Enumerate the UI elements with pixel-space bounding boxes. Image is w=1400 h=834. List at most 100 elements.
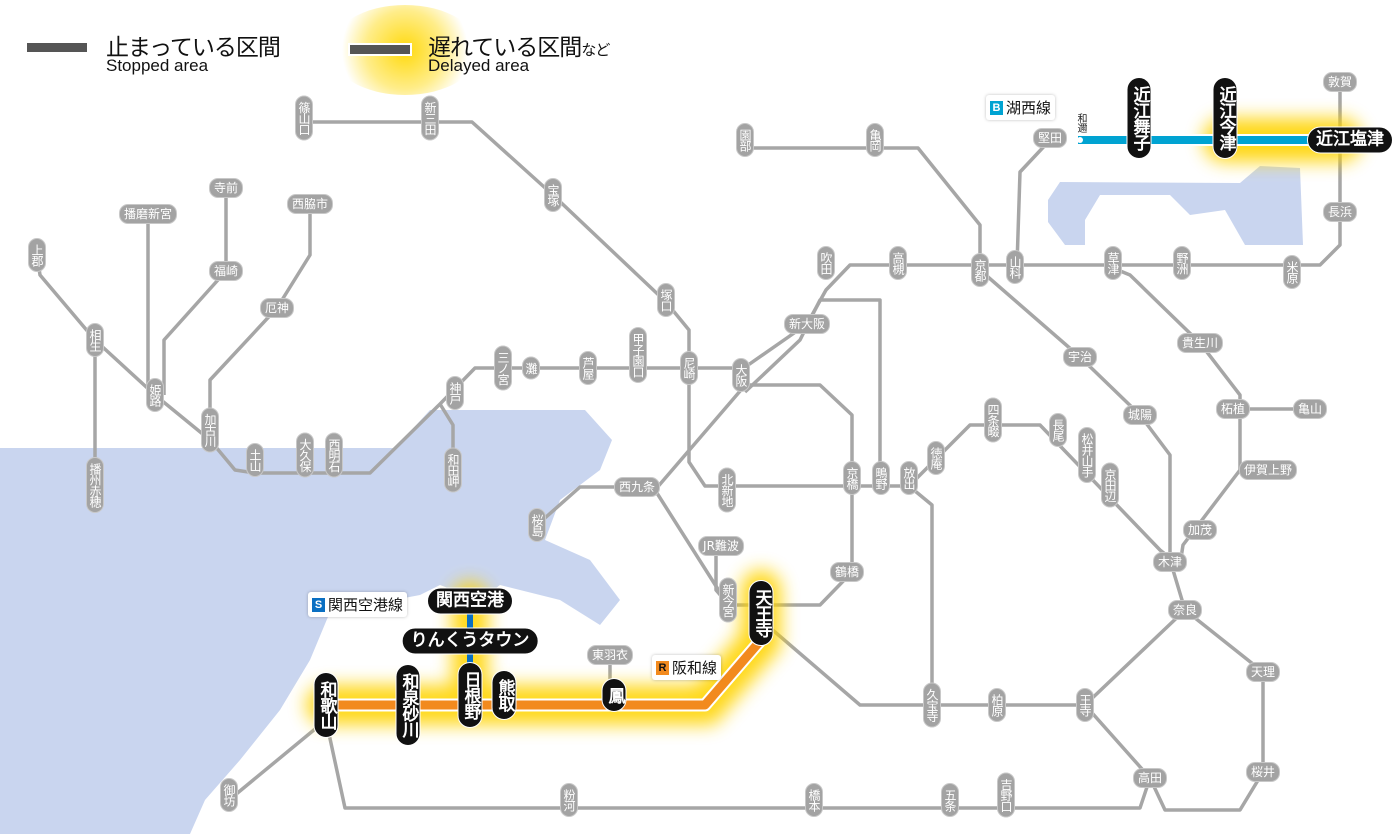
station-normal[interactable]: 西九条 <box>613 477 661 497</box>
station-normal[interactable]: 播州赤穂 <box>86 457 104 513</box>
station-normal[interactable]: 堅田 <box>1032 128 1068 148</box>
station-normal[interactable]: 加茂 <box>1182 520 1218 540</box>
station-normal[interactable]: 甲子園口 <box>629 327 647 383</box>
station-normal[interactable]: 亀岡 <box>866 123 884 157</box>
station-normal[interactable]: 灘 <box>522 356 540 380</box>
delayed-legend-suffix: など <box>581 41 610 59</box>
station-normal[interactable]: 和邇 <box>1075 113 1086 133</box>
station-normal[interactable]: 相生 <box>86 323 104 357</box>
station-normal[interactable]: 播磨新宮 <box>118 204 178 224</box>
station-affected[interactable]: 関西空港 <box>427 587 513 615</box>
station-normal[interactable]: 土山 <box>246 443 264 477</box>
station-normal[interactable]: 柏原 <box>988 688 1006 722</box>
station-normal[interactable]: 新三田 <box>421 95 439 141</box>
station-normal[interactable]: 東羽衣 <box>586 645 634 665</box>
station-normal[interactable]: 福崎 <box>208 261 244 281</box>
station-affected[interactable]: 和歌山 <box>313 672 339 738</box>
station-normal[interactable]: 城陽 <box>1122 405 1158 425</box>
station-normal[interactable]: 新今宮 <box>719 577 737 623</box>
station-normal[interactable]: 和田岬 <box>444 447 462 493</box>
station-normal[interactable]: 大久保 <box>296 432 314 478</box>
station-normal[interactable]: JR難波 <box>698 536 744 556</box>
station-normal[interactable]: 御坊 <box>220 778 238 812</box>
station-affected[interactable]: 鳳 <box>601 678 627 712</box>
station-normal[interactable]: 伊賀上野 <box>1238 460 1298 480</box>
station-normal[interactable]: 姫路 <box>146 378 164 412</box>
station-affected[interactable]: 近江舞子 <box>1126 77 1152 159</box>
station-normal[interactable]: 五条 <box>941 783 959 817</box>
station-normal[interactable]: 大阪 <box>732 358 750 392</box>
station-normal[interactable]: 亀山 <box>1292 399 1328 419</box>
station-normal[interactable]: 鶴橋 <box>829 562 865 582</box>
station-affected[interactable]: 日根野 <box>457 662 483 728</box>
station-normal[interactable]: 上郡 <box>28 238 46 272</box>
station-normal[interactable]: 吉野口 <box>997 772 1015 818</box>
station-normal[interactable]: 徳庵 <box>927 441 945 475</box>
station-normal[interactable]: 王寺 <box>1076 688 1094 722</box>
station-affected[interactable]: りんくうタウン <box>401 627 539 655</box>
station-normal[interactable]: 尼崎 <box>680 351 698 385</box>
line-bantan <box>162 188 228 395</box>
station-affected[interactable]: 近江塩津 <box>1307 126 1393 154</box>
station-normal[interactable]: 木津 <box>1152 552 1188 572</box>
station-normal[interactable]: 京橋 <box>843 461 861 495</box>
line-fukuchiyama <box>304 120 691 368</box>
station-normal[interactable]: 桜島 <box>528 508 546 542</box>
station-normal[interactable]: 奈良 <box>1167 600 1203 620</box>
station-normal[interactable]: 天理 <box>1245 662 1281 682</box>
line-label-hanwa[interactable]: R 阪和線 <box>652 655 722 680</box>
line-loop <box>653 383 854 607</box>
station-normal[interactable]: 貴生川 <box>1176 333 1224 353</box>
station-normal[interactable]: 加古川 <box>201 407 219 453</box>
station-affected[interactable]: 熊取 <box>491 670 517 720</box>
station-normal[interactable]: 京田辺 <box>1101 462 1119 508</box>
line-gakkentoshi <box>907 423 1177 564</box>
station-normal[interactable]: 粉河 <box>560 783 578 817</box>
station-normal[interactable]: 宝塚 <box>544 178 562 212</box>
stopped-legend-swatch <box>27 43 87 52</box>
delayed-legend-swatch <box>348 43 412 56</box>
station-normal[interactable]: 神戸 <box>446 376 464 410</box>
line-label-kosei[interactable]: B 湖西線 <box>986 95 1056 120</box>
station-normal[interactable]: 米原 <box>1283 255 1301 289</box>
station-normal[interactable]: 桜井 <box>1245 762 1281 782</box>
station-normal[interactable]: 野洲 <box>1173 246 1191 280</box>
station-normal[interactable]: 北新地 <box>718 467 736 513</box>
station-normal[interactable]: 放出 <box>900 461 918 495</box>
station-normal[interactable]: 三ノ宮 <box>494 345 512 391</box>
station-affected[interactable]: 天王寺 <box>748 580 774 646</box>
station-normal[interactable]: 寺前 <box>208 178 244 198</box>
station-normal[interactable]: 吹田 <box>817 246 835 280</box>
station-normal[interactable]: 西明石 <box>325 432 343 478</box>
station-normal[interactable]: 高槻 <box>889 246 907 280</box>
stopped-legend-label-en: Stopped area <box>106 56 209 75</box>
station-normal[interactable]: 塚口 <box>657 283 675 317</box>
station-affected[interactable]: 和泉砂川 <box>395 664 421 746</box>
line-sakurai <box>1083 608 1265 812</box>
station-normal[interactable]: 園部 <box>736 123 754 157</box>
station-normal[interactable]: 松井山手 <box>1078 427 1096 483</box>
lake-biwa <box>1048 166 1303 245</box>
station-normal[interactable]: 山科 <box>1006 250 1024 284</box>
station-normal[interactable]: 京都 <box>971 253 989 287</box>
station-normal[interactable]: 草津 <box>1104 246 1122 280</box>
line-label-kansai-airport[interactable]: S 関西空港線 <box>308 592 408 617</box>
station-normal[interactable]: 宇治 <box>1062 347 1098 367</box>
station-normal[interactable]: 敦賀 <box>1322 72 1358 92</box>
station-normal[interactable]: 長尾 <box>1049 413 1067 447</box>
station-normal[interactable]: 厄神 <box>259 298 295 318</box>
station-normal[interactable]: 新大阪 <box>783 314 831 334</box>
station-normal[interactable]: 四条畷 <box>984 397 1002 443</box>
station-normal[interactable]: 高田 <box>1132 768 1168 788</box>
station-normal[interactable]: 長浜 <box>1322 202 1358 222</box>
station-normal[interactable]: 久宝寺 <box>923 682 941 728</box>
station-normal[interactable]: 篠山口 <box>295 95 313 141</box>
station-normal[interactable]: 橋本 <box>805 783 823 817</box>
station-normal[interactable]: 芦屋 <box>579 351 597 385</box>
wani-dot <box>1077 137 1083 143</box>
station-affected[interactable]: 近江今津 <box>1212 77 1238 159</box>
line-kansai <box>1178 409 1242 566</box>
station-normal[interactable]: 柘植 <box>1215 399 1251 419</box>
station-normal[interactable]: 鴫野 <box>872 461 890 495</box>
station-normal[interactable]: 西脇市 <box>286 194 334 214</box>
